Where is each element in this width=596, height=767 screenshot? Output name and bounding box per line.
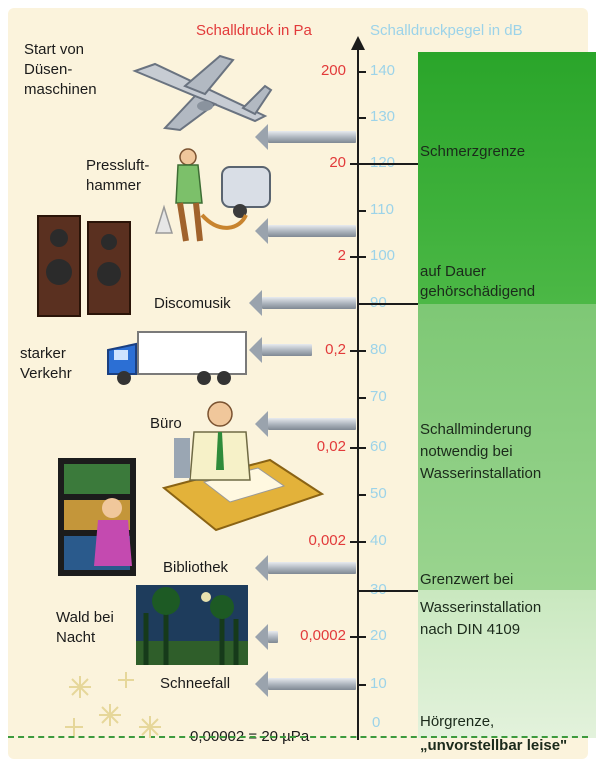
speakers-illustration xyxy=(37,215,131,317)
level-axis-title: Schalldruckpegel in dB xyxy=(370,22,523,39)
hammer-label-2: hammer xyxy=(86,177,142,194)
db-tick-mark xyxy=(358,71,366,73)
db-tick-label: 110 xyxy=(370,201,394,218)
pa-tick-label: 0,2 xyxy=(325,341,346,358)
db-tick-mark xyxy=(358,117,366,119)
vertical-axis xyxy=(357,48,359,740)
level-arrow xyxy=(249,290,356,316)
db-tick-label: 130 xyxy=(370,108,396,125)
jackhammer-worker-illustration xyxy=(154,148,271,242)
disco-label: Discomusik xyxy=(154,295,231,312)
jet-label-1: Start von xyxy=(24,41,85,58)
level-arrow xyxy=(255,218,356,244)
db-tick-label: 60 xyxy=(370,438,387,455)
jet-label-2: Düsen- xyxy=(24,61,73,78)
db-tick-mark xyxy=(350,447,366,449)
pa-tick-label: 2 xyxy=(337,247,346,264)
limit-marker xyxy=(366,590,418,592)
jet-airplane-illustration xyxy=(132,54,273,132)
zone-harmful-band xyxy=(418,52,596,304)
snowflakes-illustration xyxy=(65,672,161,738)
level-arrow xyxy=(255,411,356,437)
db-tick-label: 100 xyxy=(370,247,396,264)
office-worker-illustration xyxy=(161,401,325,532)
truck-illustration xyxy=(107,331,247,385)
library-illustration xyxy=(58,458,136,576)
db-tick-label: 70 xyxy=(370,388,387,405)
db-tick-mark xyxy=(358,684,366,686)
pain-threshold-marker xyxy=(366,163,418,165)
db-tick-label: 30 xyxy=(370,581,387,598)
library-label: Bibliothek xyxy=(163,559,229,576)
pa-tick-label: 0,002 xyxy=(308,532,346,549)
zone-quiet-band xyxy=(418,590,596,738)
db-tick-label: 0 xyxy=(372,714,381,731)
db-tick-mark xyxy=(358,590,366,592)
hammer-label-1: Pressluft- xyxy=(86,157,150,174)
level-arrow xyxy=(255,555,356,581)
zone-reduce-label-3: Wasserinstallation xyxy=(420,465,542,482)
db-tick-label: 20 xyxy=(370,627,387,644)
zone-pain-label: Schmerzgrenze xyxy=(420,143,526,160)
db-tick-mark xyxy=(350,350,366,352)
hearing-threshold-line xyxy=(8,736,588,738)
damage-marker xyxy=(366,303,418,305)
pa-tick-label: 200 xyxy=(320,62,346,79)
zone-limit-label-2: Wasserinstallation xyxy=(420,599,542,616)
db-tick-label: 90 xyxy=(370,294,387,311)
forest-label-1: Wald bei xyxy=(56,609,114,626)
pa-tick-label: 20 xyxy=(329,154,346,171)
snow-label: Schneefall xyxy=(160,675,231,692)
db-tick-mark xyxy=(350,256,366,258)
level-arrow xyxy=(255,671,356,697)
db-tick-mark xyxy=(350,636,366,638)
office-label: Büro xyxy=(150,415,182,432)
db-tick-mark xyxy=(358,210,366,212)
zone-limit-label-1: Grenzwert bei xyxy=(420,571,514,588)
zone-reduction-band xyxy=(418,304,596,590)
forest-label-2: Nacht xyxy=(56,629,96,646)
db-tick-label: 140 xyxy=(370,62,396,79)
zone-reduce-label-2: notwendig bei xyxy=(420,443,513,460)
db-tick-label: 40 xyxy=(370,532,387,549)
zone-reduce-label-1: Schallminderung xyxy=(420,421,532,438)
level-arrow xyxy=(255,124,356,150)
pa-tick-label: 0,0002 xyxy=(300,627,346,644)
zone-damage-label-2: gehörschädigend xyxy=(420,283,536,300)
db-tick-mark xyxy=(358,303,366,305)
db-tick-label: 10 xyxy=(370,675,387,692)
zone-hearing-label-2: „unvorstellbar leise" xyxy=(420,737,568,754)
night-forest-illustration xyxy=(136,585,248,665)
level-arrow xyxy=(249,337,312,363)
zone-hearing-label-1: Hörgrenze, xyxy=(420,713,495,730)
db-tick-mark xyxy=(350,163,366,165)
db-tick-mark xyxy=(350,541,366,543)
traffic-label-1: starker xyxy=(20,345,66,362)
pa-tick-label: 0,02 xyxy=(316,438,346,455)
zone-limit-label-3: nach DIN 4109 xyxy=(420,621,521,638)
db-tick-mark xyxy=(358,494,366,496)
db-tick-label: 50 xyxy=(370,485,387,502)
traffic-label-2: Verkehr xyxy=(20,365,72,382)
axis-arrowhead xyxy=(351,36,365,50)
zone-damage-label-1: auf Dauer xyxy=(420,263,486,280)
db-tick-label: 120 xyxy=(370,154,395,171)
level-arrow xyxy=(255,624,278,650)
db-tick-mark xyxy=(358,397,366,399)
pressure-axis-title: Schalldruck in Pa xyxy=(196,22,312,39)
db-tick-label: 80 xyxy=(370,341,387,358)
jet-label-3: maschinen xyxy=(24,81,97,98)
